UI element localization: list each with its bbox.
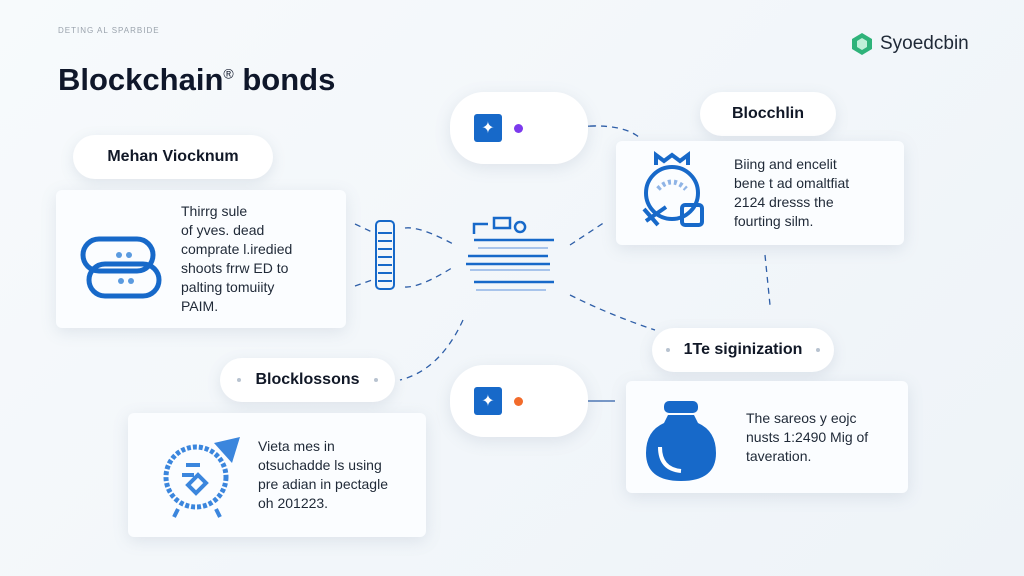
brand-name: Syoedcbin [880, 33, 969, 54]
page-title: Blockchain® bonds [58, 62, 336, 97]
node-top[interactable]: ✦ [450, 92, 588, 164]
brand-logo: Syoedcbin [850, 32, 969, 56]
label-bottom-left: Blocklossons [220, 358, 395, 402]
dashboard-gauge-icon [642, 151, 704, 227]
label-top-left: Mehan Viocknum [73, 135, 273, 179]
plus-star-icon: ✦ [474, 387, 502, 415]
node-dot [514, 397, 523, 406]
ledger-column-icon [375, 220, 395, 290]
plus-star-icon: ✦ [474, 114, 502, 142]
blockchain-stack-icon [466, 216, 554, 291]
hexagon-logo-icon [852, 33, 872, 55]
jar-icon [646, 401, 716, 481]
label-top-right: Blocchlin [700, 92, 836, 136]
node-dot [514, 124, 523, 133]
rocket-badge-icon [163, 437, 240, 518]
node-bottom[interactable]: ✦ [450, 365, 588, 437]
subtitle: DETING AL SPARBIDE [58, 26, 160, 35]
label-bottom-right: 1Te siginization [652, 328, 834, 372]
chat-bubbles-icon [80, 236, 162, 299]
